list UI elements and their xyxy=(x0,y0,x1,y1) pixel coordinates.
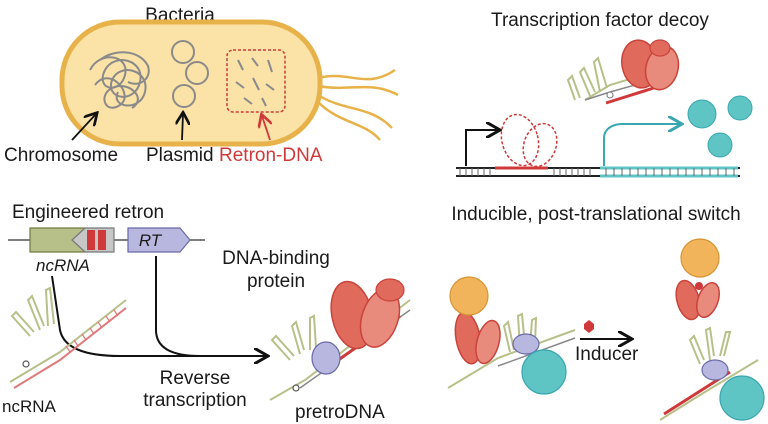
retron-dna-fragments xyxy=(235,57,275,107)
ncrna-molecule xyxy=(9,286,127,389)
dashed-protein-outline xyxy=(500,113,558,168)
expression-arrow-ncrna xyxy=(51,275,266,356)
retron-dna-box xyxy=(226,49,286,113)
ncrna-gene-label: ncRNA xyxy=(36,256,90,275)
chromosome-icon xyxy=(89,51,150,109)
rt-gene xyxy=(127,227,191,253)
switch-title: Inducible, post-translational switch xyxy=(451,204,740,225)
switch-complex-right xyxy=(659,326,765,421)
switch-complex-left xyxy=(447,276,576,395)
expression-arrow-rt xyxy=(155,256,201,357)
engineered-retron-title: Engineered retron xyxy=(12,202,164,223)
flagella xyxy=(317,68,399,141)
reverse-label-line2: transcription xyxy=(143,390,247,411)
plasmid-arrow xyxy=(182,114,183,141)
switch-panel: Inducible, post-translational switch Ind… xyxy=(447,204,765,421)
insert-block-1 xyxy=(87,230,95,250)
released-protein xyxy=(675,238,720,321)
retron-dna-arrow xyxy=(262,116,270,141)
dna-binding-protein xyxy=(330,278,405,350)
teal-product-proteins xyxy=(687,95,753,158)
plasmid-label: Plasmid xyxy=(146,145,214,166)
dna-double-strand xyxy=(456,166,740,178)
transcription-factor-protein xyxy=(621,39,680,91)
chromosome-label: Chromosome xyxy=(4,145,118,166)
chromosome-arrow xyxy=(71,114,96,141)
plasmid-icon xyxy=(171,40,209,108)
tf-decoy-panel: Transcription factor decoy xyxy=(456,10,753,178)
gene-expression-arrow xyxy=(603,124,680,166)
rt-gene-label: RT xyxy=(139,231,163,250)
engineered-retron-panel: Engineered retron RT ncRNA xyxy=(2,202,411,423)
insert-block-2 xyxy=(98,230,106,250)
protein-label-line2: protein xyxy=(247,271,305,292)
bacteria-panel: Bacteria xyxy=(4,5,399,166)
reverse-label-line1: Reverse xyxy=(160,368,231,389)
protein-label-line1: DNA-binding xyxy=(222,248,330,269)
inducer-label: Inducer xyxy=(575,344,639,365)
ncrna-label: ncRNA xyxy=(2,397,57,416)
retron-dna-label: Retron-DNA xyxy=(219,145,323,166)
promoter-arrow xyxy=(465,130,498,166)
pretrodna-label: pretroDNA xyxy=(295,402,385,423)
tf-decoy-title: Transcription factor decoy xyxy=(491,10,709,31)
inducer-icon xyxy=(584,320,594,333)
